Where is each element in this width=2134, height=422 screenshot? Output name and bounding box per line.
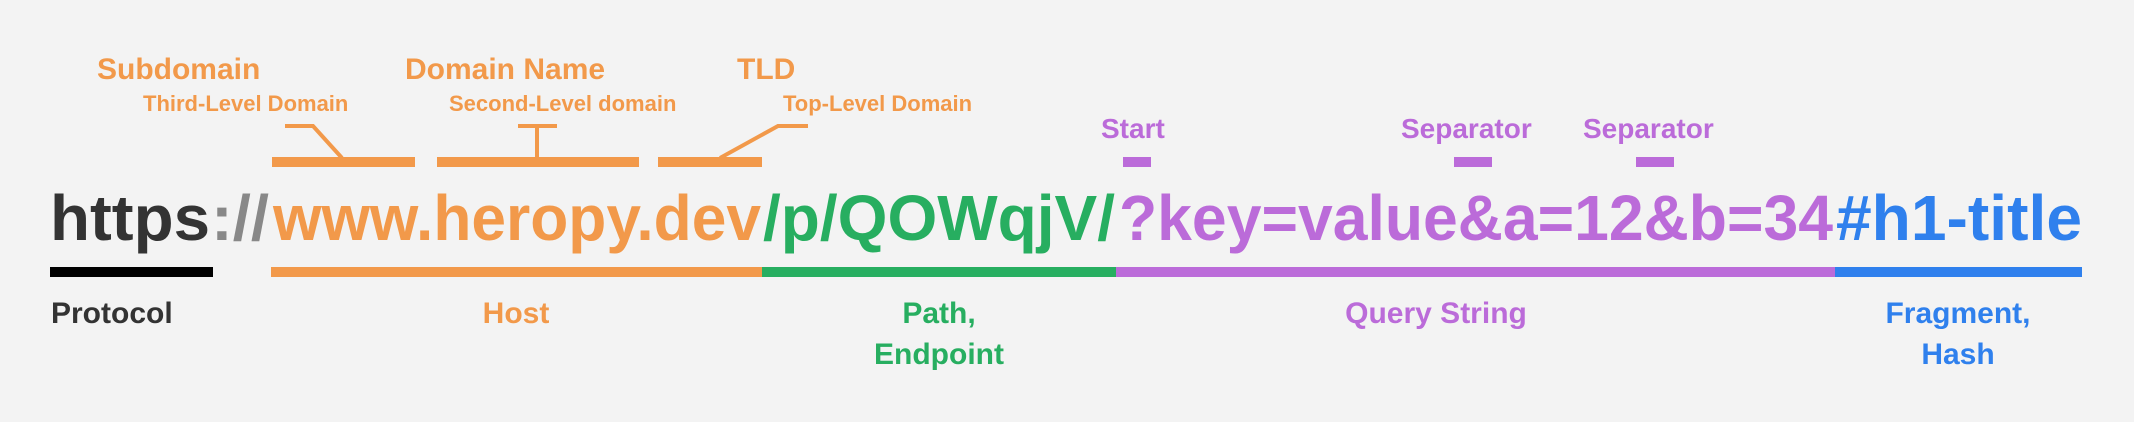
domain-name-label: Domain Name [405, 53, 606, 86]
protocol-label-text: Protocol [51, 297, 173, 330]
host-bar [271, 267, 762, 277]
url-query: ?key=value&a=12&b=34 [1119, 182, 1833, 254]
subdomain-label: Subdomain [97, 53, 261, 86]
url-fragment: #h1-title [1836, 182, 2082, 254]
path-bar [762, 267, 1116, 277]
tld-bar [658, 157, 762, 167]
fragment-bar [1835, 267, 2082, 277]
protocol-bar [50, 267, 213, 277]
query-separator-label-1: Separator [1401, 113, 1532, 144]
domain-name-sublabel: Second-Level domain [449, 91, 677, 116]
path-label-line2: Endpoint [874, 338, 1004, 371]
query-label: Query String [1336, 293, 1536, 334]
query-start-marker [1123, 157, 1151, 167]
query-start-label: Start [1101, 113, 1165, 144]
domain-name-bar [437, 157, 639, 167]
protocol-label: Protocol [51, 293, 173, 334]
query-separator-marker-2 [1636, 157, 1674, 167]
url-scheme-separator: :// [211, 182, 269, 254]
fragment-label-line2: Hash [1921, 338, 1995, 371]
subdomain-bar [272, 157, 415, 167]
path-label: Path, Endpoint [839, 293, 1039, 375]
fragment-label-line1: Fragment, [1885, 297, 2031, 330]
url-protocol: https [50, 182, 210, 254]
tld-label: TLD [737, 53, 796, 86]
host-label: Host [416, 293, 616, 334]
path-label-line1: Path, [902, 297, 976, 330]
query-bar [1116, 267, 1835, 277]
fragment-label: Fragment, Hash [1858, 293, 2058, 375]
tld-connector [719, 124, 808, 160]
query-label-text: Query String [1345, 297, 1527, 330]
query-separator-label-2: Separator [1583, 113, 1714, 144]
url-path: /p/QOWqjV/ [763, 182, 1115, 254]
subdomain-connector [285, 124, 344, 160]
tld-sublabel: Top-Level Domain [783, 91, 973, 116]
query-separator-marker-1 [1454, 157, 1492, 167]
subdomain-sublabel: Third-Level Domain [143, 91, 349, 116]
host-label-text: Host [482, 297, 550, 330]
url-host: www.heropy.dev [272, 182, 761, 254]
